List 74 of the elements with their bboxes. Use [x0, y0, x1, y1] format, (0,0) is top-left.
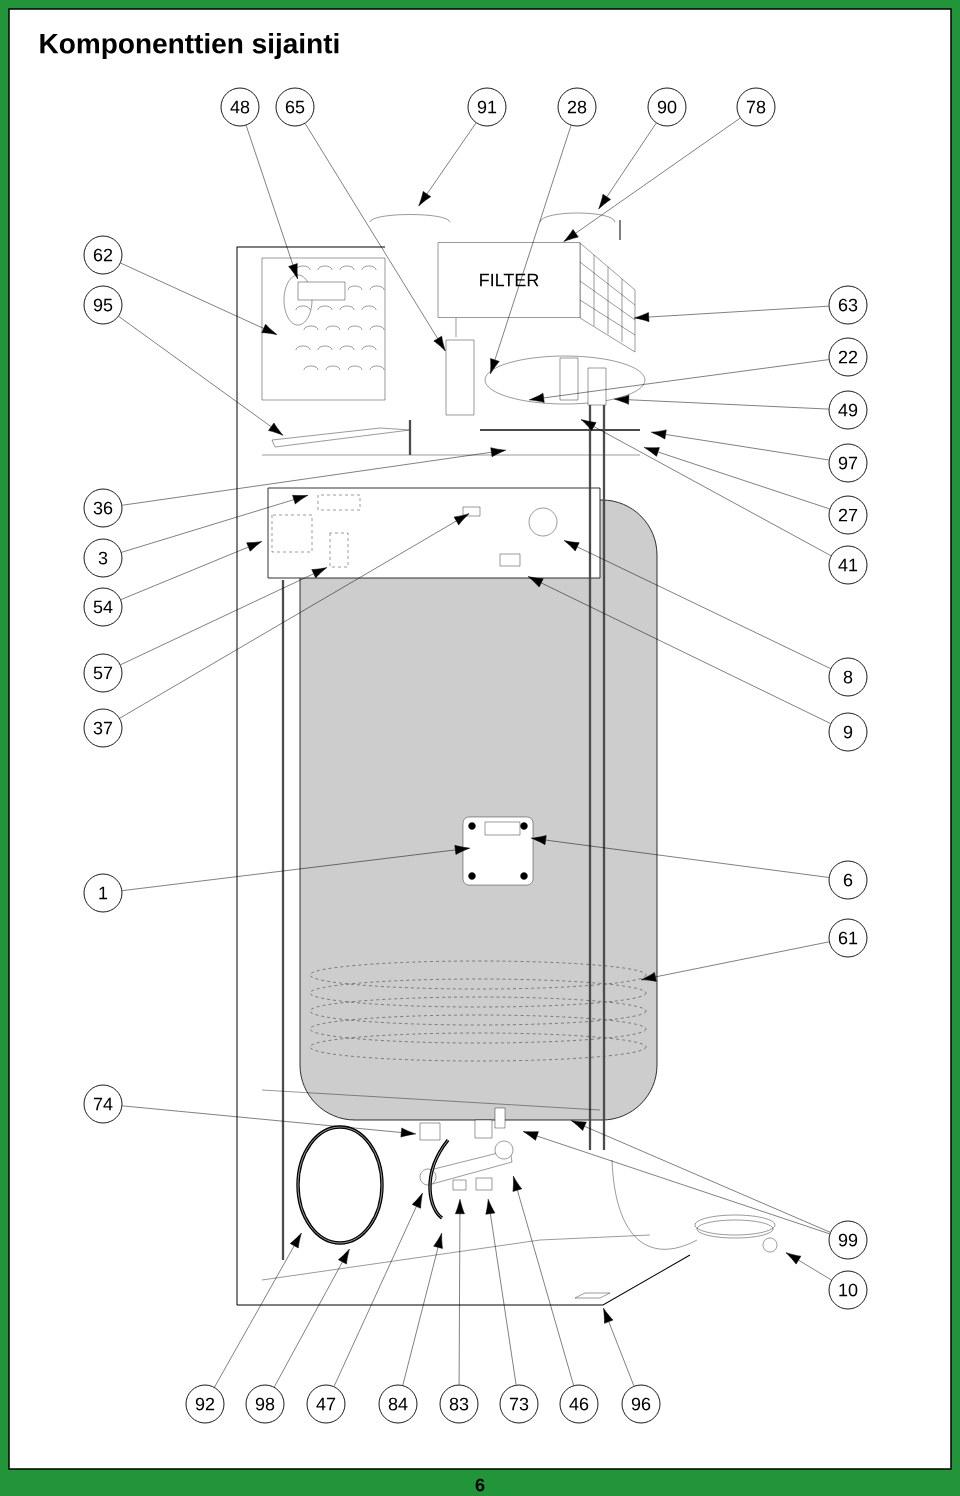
callout-number: 83: [439, 1384, 479, 1424]
leader-line: [527, 576, 831, 724]
leader-line: [304, 123, 446, 352]
callout-number: 46: [559, 1384, 599, 1424]
leader-line: [119, 513, 470, 719]
leader-line: [512, 1175, 574, 1386]
callout-number: 62: [83, 235, 123, 275]
callout-number: 3: [83, 538, 123, 578]
callout-number: 10: [828, 1270, 868, 1310]
leader-line: [418, 122, 477, 207]
callout-number: 63: [828, 285, 868, 325]
leader-line: [455, 1199, 465, 1385]
callout-number: 98: [245, 1384, 285, 1424]
callout-number: 84: [378, 1384, 418, 1424]
leader-line: [121, 494, 309, 553]
leader-line: [563, 540, 831, 669]
callout-number: 49: [828, 390, 868, 430]
callout-number: 36: [83, 488, 123, 528]
callout-number: 74: [83, 1084, 123, 1124]
leader-line: [490, 125, 572, 375]
callout-number: 92: [185, 1384, 225, 1424]
callout-number: 78: [736, 87, 776, 127]
leader-line: [485, 1198, 517, 1386]
callout-number: 41: [828, 545, 868, 585]
leader-line: [580, 419, 832, 556]
leader-line: [122, 1105, 417, 1138]
callout-number: 73: [499, 1384, 539, 1424]
callout-number: 61: [828, 918, 868, 958]
leader-line: [603, 1307, 635, 1387]
title: Komponenttien sijainti: [40, 32, 339, 60]
callout-number: 99: [828, 1220, 868, 1260]
leader-line: [613, 394, 829, 410]
leader-line: [120, 541, 263, 600]
leader-line: [563, 117, 741, 242]
page-number: 6: [475, 1478, 485, 1492]
leader-line: [785, 1252, 832, 1281]
leader-line: [118, 316, 284, 436]
callout-number: 22: [828, 337, 868, 377]
leader-line: [598, 122, 657, 210]
callout-number: 90: [647, 87, 687, 127]
leader-line: [122, 845, 471, 891]
callout-number: 47: [306, 1384, 346, 1424]
leader-line: [245, 125, 298, 280]
leader-line: [402, 1232, 443, 1386]
leader-line: [528, 359, 829, 403]
callout-number: 91: [467, 87, 507, 127]
leader-line: [530, 835, 829, 878]
leader-line: [522, 1131, 830, 1235]
leader-line: [643, 447, 830, 510]
callout-number: 9: [828, 712, 868, 752]
leader-line: [214, 1232, 302, 1388]
callout-number: 8: [828, 657, 868, 697]
leader-line: [120, 262, 278, 335]
leader-line: [274, 1248, 350, 1388]
callout-number: 54: [83, 587, 123, 627]
leader-line: [640, 941, 830, 982]
leader-line: [122, 447, 507, 506]
callout-number: 95: [83, 285, 123, 325]
leader-line: [633, 305, 829, 322]
leader-line: [570, 1120, 831, 1233]
callout-number: 57: [83, 653, 123, 693]
leader-line: [333, 1192, 423, 1387]
callout-number: 65: [275, 87, 315, 127]
callout-number: 48: [220, 87, 260, 127]
leader-line: [120, 567, 328, 665]
callout-number: 37: [83, 708, 123, 748]
callout-number: 28: [557, 87, 597, 127]
callout-number: 97: [828, 443, 868, 483]
callout-number: 1: [83, 873, 123, 913]
callout-number: 6: [828, 860, 868, 900]
leader-line: [650, 429, 830, 461]
callout-number: 96: [621, 1384, 661, 1424]
filter-box: FILTER: [437, 242, 581, 318]
callout-number: 27: [828, 495, 868, 535]
